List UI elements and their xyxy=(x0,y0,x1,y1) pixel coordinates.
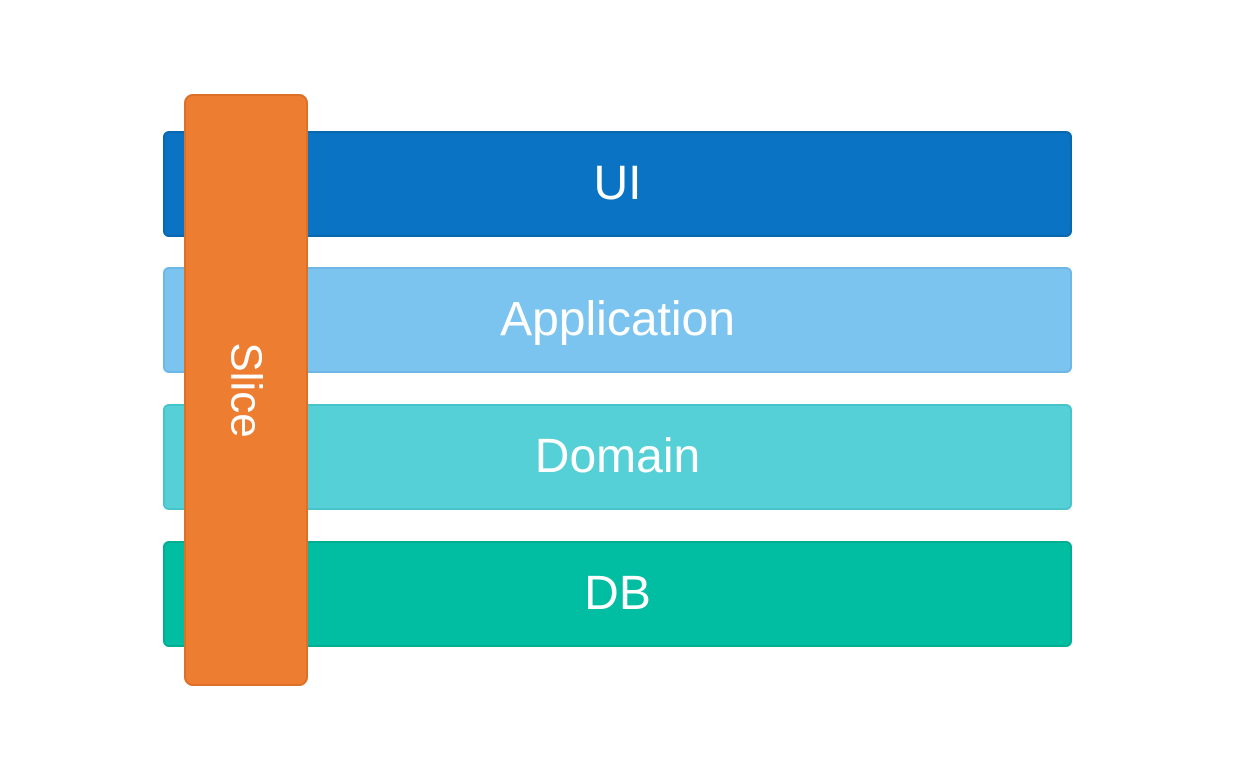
slice-bar: Slice xyxy=(184,94,308,686)
layer-bar-domain: Domain xyxy=(163,404,1072,510)
layer-label-application: Application xyxy=(500,293,735,346)
layer-bar-application: Application xyxy=(163,267,1072,373)
slice-label: Slice xyxy=(222,342,271,438)
layer-bar-ui: UI xyxy=(163,131,1072,237)
layer-bar-db: DB xyxy=(163,541,1072,647)
layer-label-ui: UI xyxy=(593,157,642,210)
layer-label-domain: Domain xyxy=(534,430,701,483)
layer-label-db: DB xyxy=(584,567,651,620)
